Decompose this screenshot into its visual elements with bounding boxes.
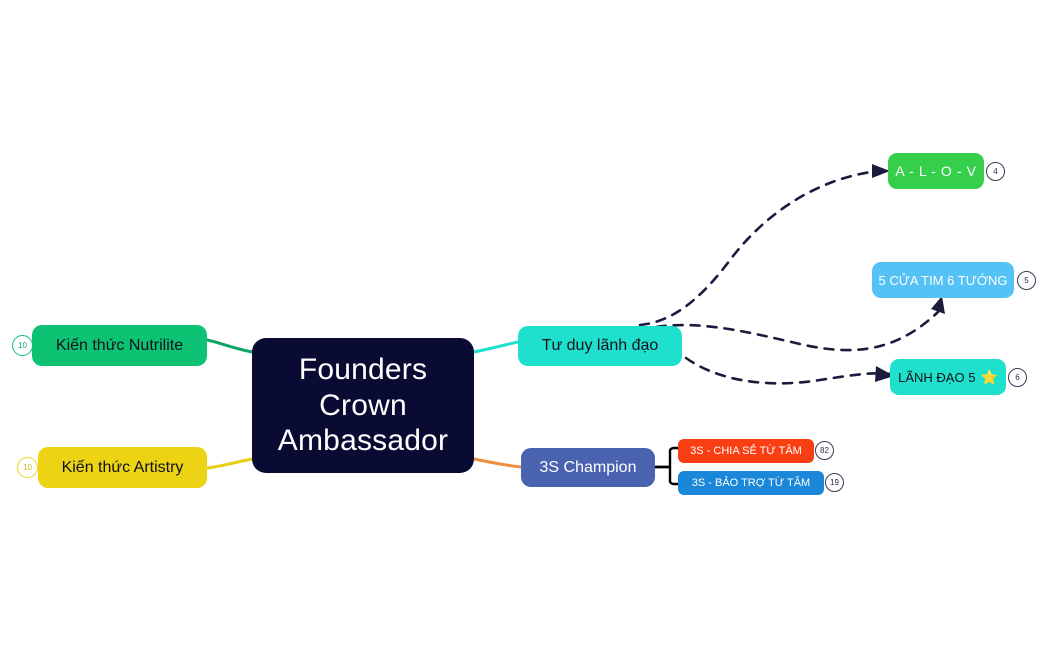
edge-root-tuduy xyxy=(472,340,520,354)
node-kien-thuc-artistry-label: Kiến thức Artistry xyxy=(61,458,184,476)
root-node-label-line2: Crown xyxy=(319,388,407,422)
node-kien-thuc-artistry[interactable]: Kiến thức Artistry xyxy=(38,447,207,488)
badge-kien-thuc-nutrilite: 10 xyxy=(12,335,33,356)
edge-tuduy-5cua xyxy=(638,310,940,352)
node-tu-duy-lanh-dao-label: Tư duy lãnh đạo xyxy=(541,337,659,354)
node-tu-duy-lanh-dao[interactable]: Tư duy lãnh đạo xyxy=(518,326,682,366)
node-a-l-o-v[interactable]: A - L - O - V xyxy=(888,153,984,189)
node-kien-thuc-nutrilite-label: Kiến thức Nutrilite xyxy=(55,336,184,354)
badge-a-l-o-v: 4 xyxy=(986,162,1005,181)
node-3s-champion-label: 3S Champion xyxy=(539,458,637,476)
badge-kien-thuc-artistry: 10 xyxy=(17,457,38,478)
badge-3s-chia-se-tu-tam: 82 xyxy=(815,441,834,460)
node-3s-chia-se-tu-tam-label: 3S - CHIA SẺ TỪ TÂM xyxy=(690,445,802,457)
root-node-label-line1: Founders xyxy=(298,353,428,387)
edge-root-artistry xyxy=(205,457,254,470)
root-node[interactable]: Founders Crown Ambassador xyxy=(252,338,474,473)
node-3s-bao-tro-tu-tam[interactable]: 3S - BẢO TRỢ TỪ TÂM xyxy=(678,471,824,495)
node-a-l-o-v-label: A - L - O - V xyxy=(895,163,977,179)
node-3s-bao-tro-tu-tam-label: 3S - BẢO TRỢ TỪ TÂM xyxy=(691,477,811,489)
edge-root-nutrilite xyxy=(205,338,254,354)
root-node-label-line3: Ambassador xyxy=(277,424,449,458)
node-lanh-dao-5[interactable]: LÃNH ĐẠO 5 ⭐ xyxy=(890,359,1006,395)
edge-tuduy-lanhdao xyxy=(684,356,892,385)
edge-champion-bracket xyxy=(653,446,680,486)
node-lanh-dao-5-label: LÃNH ĐẠO 5 xyxy=(898,369,976,385)
star-icon: ⭐ xyxy=(980,369,998,385)
badge-lanh-dao-5: 6 xyxy=(1008,368,1027,387)
node-kien-thuc-nutrilite[interactable]: Kiến thức Nutrilite xyxy=(32,325,207,366)
edge-root-champion xyxy=(472,457,523,469)
node-3s-chia-se-tu-tam[interactable]: 3S - CHIA SẺ TỪ TÂM xyxy=(678,439,814,463)
node-5-cua-tim-6-tuong[interactable]: 5 CỬA TIM 6 TƯỚNG xyxy=(872,262,1014,298)
badge-3s-bao-tro-tu-tam: 19 xyxy=(825,473,844,492)
badge-5-cua-tim-6-tuong: 5 xyxy=(1017,271,1036,290)
node-5-cua-tim-6-tuong-label: 5 CỬA TIM 6 TƯỚNG xyxy=(878,272,1008,288)
node-3s-champion[interactable]: 3S Champion xyxy=(521,448,655,487)
arrowhead-5cua xyxy=(931,296,945,314)
edge-tuduy-alov xyxy=(638,169,880,327)
